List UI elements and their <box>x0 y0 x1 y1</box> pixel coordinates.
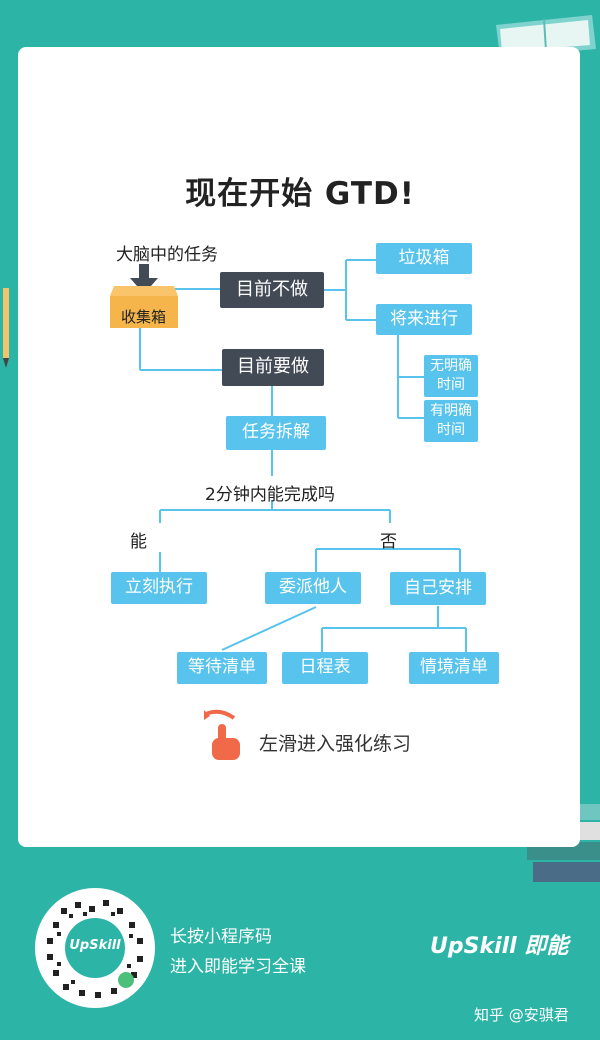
task-breakdown-node: 任务拆解 <box>226 416 326 450</box>
zhihu-watermark: 知乎 @安骐君 <box>474 1006 569 1024</box>
swipe-hint-text: 左滑进入强化练习 <box>259 733 412 755</box>
inbox-tray-icon <box>110 264 178 328</box>
do-immediately-node: 立刻执行 <box>111 572 207 604</box>
has-time-node: 有明确时间 <box>424 400 478 442</box>
qr-instruction-line2: 进入即能学习全课 <box>170 957 306 977</box>
two-minute-question: 2分钟内能完成吗 <box>205 485 335 505</box>
no-time-node: 无明确时间 <box>424 355 478 397</box>
trash-node: 垃圾箱 <box>376 243 472 274</box>
brand-logo: UpSkill 即能 <box>430 934 569 959</box>
qr-logo-text: UpSkill <box>69 938 121 953</box>
context-list-node: 情境清单 <box>409 652 499 684</box>
qr-pattern-icon <box>47 900 143 998</box>
brain-tasks-label: 大脑中的任务 <box>116 245 218 265</box>
do-now-node: 目前要做 <box>222 349 324 386</box>
pencil-left-decoration <box>3 288 9 368</box>
inbox-label: 收集箱 <box>121 308 167 326</box>
books-top-right-decoration <box>496 15 596 57</box>
not-now-node: 目前不做 <box>220 272 324 308</box>
yes-label: 能 <box>130 532 147 552</box>
no-label: 否 <box>380 532 397 552</box>
swipe-hand-icon <box>204 709 240 760</box>
waiting-list-node: 等待清单 <box>177 652 267 684</box>
delegate-node: 委派他人 <box>265 572 361 604</box>
mini-program-qr-code[interactable]: UpSkill <box>35 888 155 1008</box>
qr-instruction-line1: 长按小程序码 <box>170 927 272 947</box>
self-arrange-node: 自己安排 <box>390 572 486 605</box>
calendar-node: 日程表 <box>282 652 368 684</box>
page-title: 现在开始 GTD! <box>185 176 415 212</box>
future-node: 将来进行 <box>376 304 472 335</box>
